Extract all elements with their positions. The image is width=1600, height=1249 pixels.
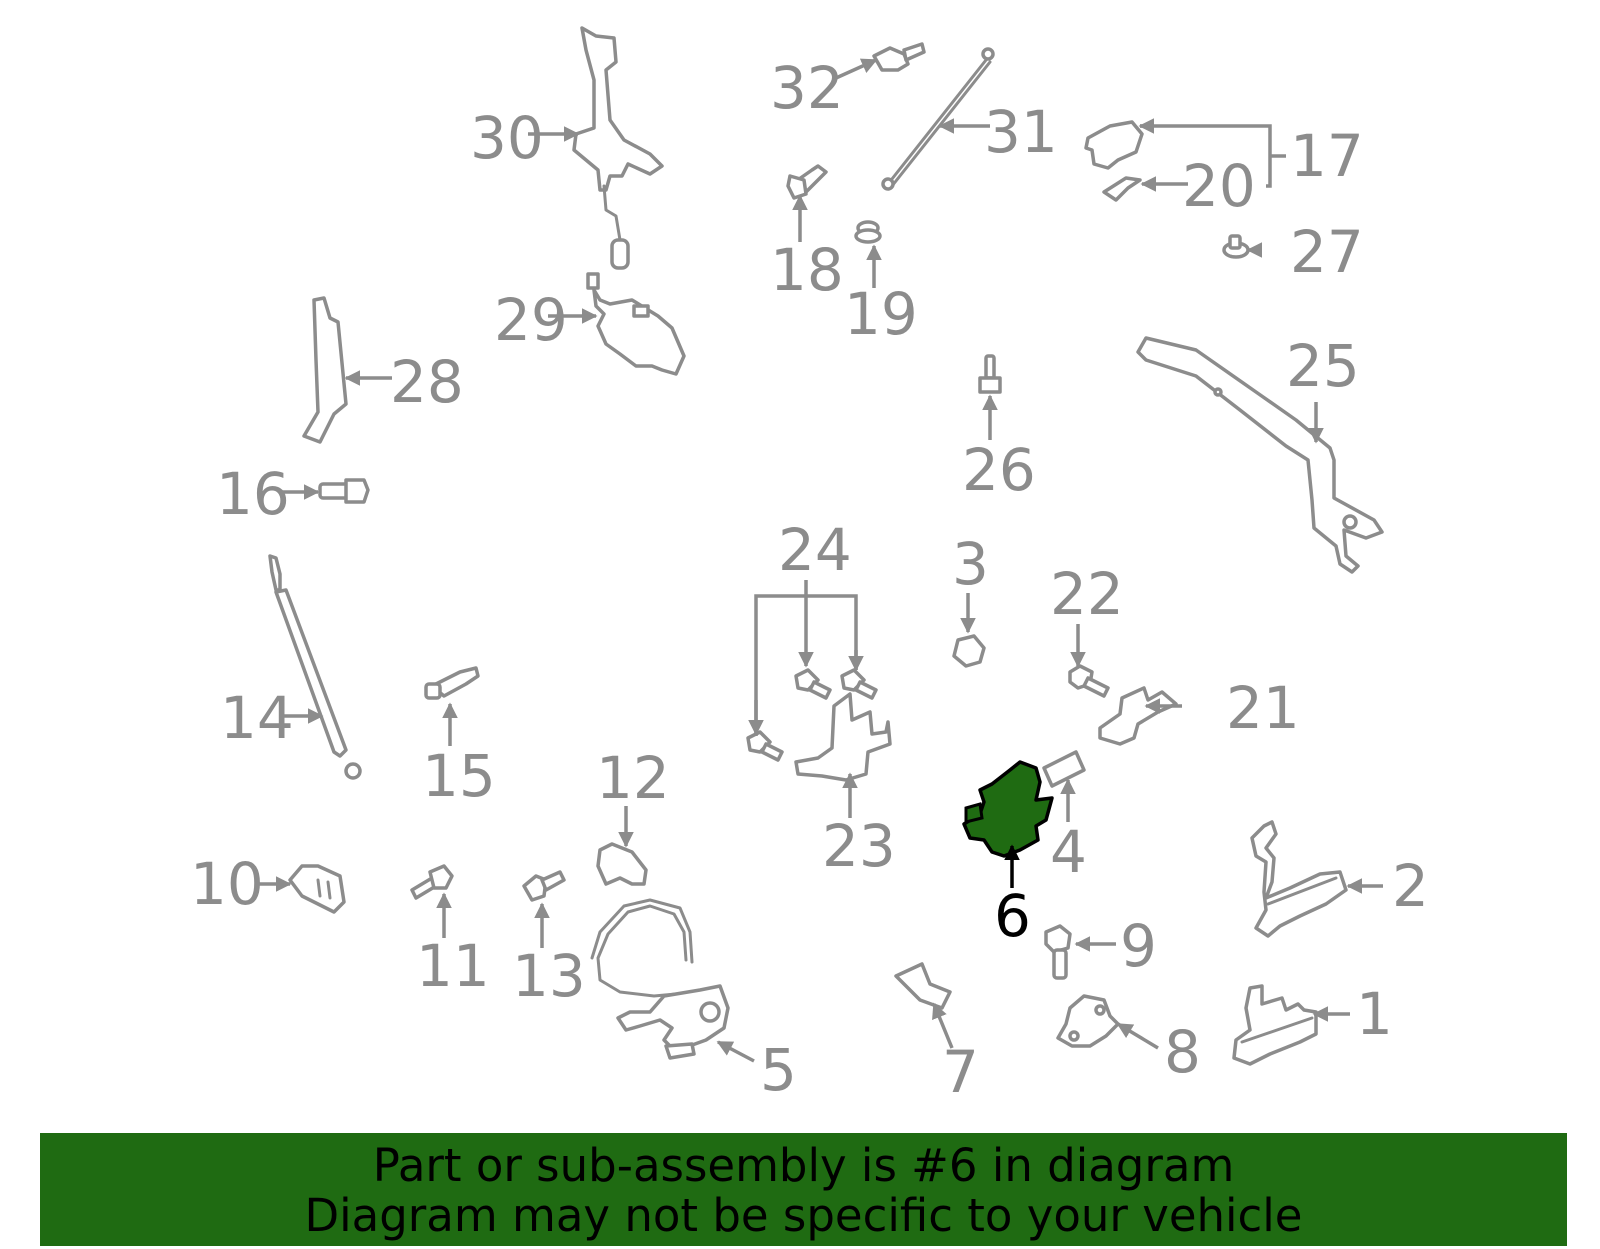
callout-14: 14 (220, 684, 294, 752)
callout-5: 5 (760, 1036, 797, 1104)
callout-6: 6 (994, 882, 1031, 950)
part-29-lock-actuator (586, 272, 686, 376)
part-32-clip (872, 42, 926, 72)
part-13-bolt (522, 870, 566, 902)
callout-1: 1 (1356, 980, 1393, 1048)
part-8-striker (1056, 994, 1120, 1048)
callout-24: 24 (778, 516, 852, 584)
part-25-reinforcement-bar (1136, 336, 1384, 574)
part-15-bolt (424, 666, 480, 700)
callout-31: 31 (984, 98, 1058, 166)
callout-13: 13 (512, 942, 586, 1010)
banner-line-part-number: Part or sub-assembly is #6 in diagram (372, 1139, 1235, 1192)
part-18-bolt (786, 164, 828, 200)
part-4-pad (1042, 750, 1086, 788)
callout-7: 7 (942, 1038, 979, 1106)
part-12-bracket (596, 842, 648, 886)
part-22-bolt (1068, 664, 1110, 698)
callout-12: 12 (596, 744, 670, 812)
part-27-push-clip (1222, 234, 1250, 259)
part-20-clip (1102, 176, 1142, 202)
callout-15: 15 (422, 742, 496, 810)
part-23-bracket (794, 692, 892, 782)
callout-11: 11 (416, 932, 490, 1000)
part-19-grommet (854, 220, 882, 244)
callout-30: 30 (470, 104, 544, 172)
callout-3: 3 (952, 530, 989, 598)
callout-28: 28 (390, 348, 464, 416)
part-24-screws (746, 668, 878, 762)
callout-8: 8 (1164, 1018, 1201, 1086)
callout-21: 21 (1226, 674, 1300, 742)
part-1-door-handle (1232, 984, 1318, 1066)
part-21-striker (1098, 686, 1178, 746)
part-3-nut (952, 634, 986, 668)
part-7-shim (894, 962, 952, 1010)
part-26-bolt (978, 354, 1002, 394)
callout-23: 23 (822, 812, 896, 880)
callout-labels: 1 2 3 4 5 6 7 8 9 10 11 12 13 14 15 16 1… (190, 54, 1429, 1106)
callout-16: 16 (216, 460, 290, 528)
callout-18: 18 (770, 236, 844, 304)
leader-lines (256, 58, 1383, 1063)
callout-20: 20 (1182, 152, 1256, 220)
callout-26: 26 (962, 436, 1036, 504)
callout-22: 22 (1050, 560, 1124, 628)
callout-32: 32 (770, 54, 844, 122)
part-17-bracket (1084, 120, 1144, 170)
callout-2: 2 (1392, 852, 1429, 920)
callout-25: 25 (1286, 332, 1360, 400)
info-banner: Part or sub-assembly is #6 in diagram Di… (40, 1133, 1567, 1246)
part-28-trim-strip (302, 296, 348, 444)
part-16-bolt (318, 478, 370, 504)
part-2-door-handle (1250, 820, 1348, 938)
callout-10: 10 (190, 850, 264, 918)
part-10-bracket (288, 864, 346, 914)
part-30-lock-rod-assembly (572, 26, 664, 270)
part-6-latch-actuator (962, 760, 1054, 858)
part-5-latch-cable (590, 898, 730, 1060)
callout-17: 17 (1290, 122, 1364, 190)
callout-29: 29 (494, 286, 568, 354)
part-11-bolt (410, 864, 454, 900)
callout-4: 4 (1050, 818, 1087, 886)
callout-19: 19 (844, 280, 918, 348)
callout-9: 9 (1120, 912, 1157, 980)
callout-27: 27 (1290, 218, 1364, 286)
part-9-bolt (1044, 924, 1072, 980)
banner-line-disclaimer: Diagram may not be specific to your vehi… (304, 1189, 1303, 1242)
part-14-strut (268, 554, 362, 780)
